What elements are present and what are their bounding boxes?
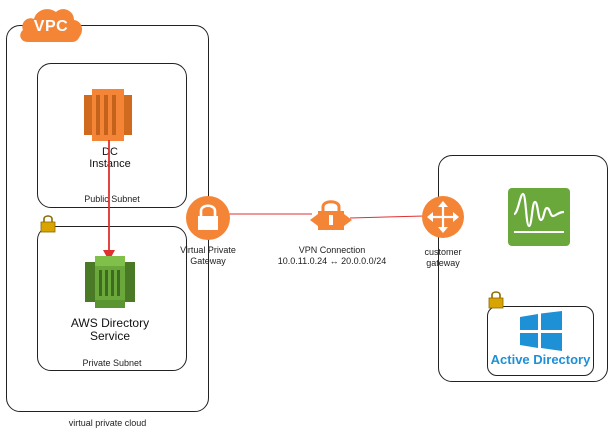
vpg-label-2: Gateway [190,256,226,266]
directory-service-label-1: AWS Directory [70,316,150,330]
windows-logo-icon [520,311,562,351]
dc-to-directory-arrow [103,140,115,261]
vpc-badge: VPC [18,6,84,44]
customer-gateway-label-2: gateway [426,258,460,268]
virtual-private-gateway-icon [186,196,230,240]
private-subnet-label: Private Subnet [82,358,142,368]
customer-gateway-label-1: customer [424,247,462,257]
vpc-caption: virtual private cloud [68,418,147,428]
padlock-icon [40,215,56,233]
dc-instance-label-1: DC [102,146,118,158]
ec2-instance-icon [84,89,132,141]
vpn-connection-icon [310,200,352,230]
directory-service-label-2: Service [89,329,130,343]
cloud-icon [20,9,82,43]
vpn-label-1: VPN Connection [298,245,366,255]
active-directory-box [487,306,594,376]
vpc-badge-label: VPC [33,18,69,35]
vpg-label-1: Virtual Private [180,245,236,255]
customer-gateway-icon [422,196,464,238]
directory-service-icon [85,256,135,308]
active-directory-label: Active Directory [490,352,591,367]
padlock-icon [488,291,504,309]
network-monitor-icon [508,188,570,246]
link-vpn-cgw [349,215,425,219]
vpn-label-2: 10.0.11.0.24 ↔ 20.0.0.0/24 [277,256,387,266]
dc-instance-label-2: Instance [89,158,131,170]
public-subnet-label: Public Subnet [84,194,140,204]
